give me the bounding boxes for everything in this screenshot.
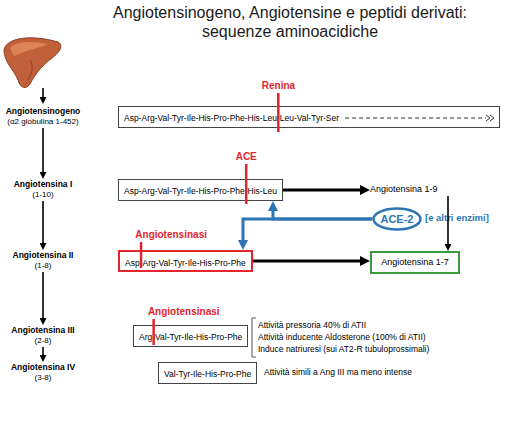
notes-bracket (252, 318, 253, 357)
peptide-name: Angiotensina 1-7 (372, 253, 458, 272)
amino-acid-sequence: Asp-Arg-Val-Tyr-Ile-His-Pro-Phe-His-Leu (124, 186, 277, 196)
sequence-box: Asp-Arg-Val-Tyr-Ile-His-Pro-Phe-His-Leu-… (118, 106, 500, 128)
enzyme-arrow (243, 219, 372, 246)
amino-acid-sequence: Asp-Arg-Val-Tyr-Ile-His-Pro-Phe-His-Leu-… (124, 113, 339, 123)
residue-range: (1-8) (3, 261, 83, 270)
peptide-row: Angiotensina IV(3-8) Val-Tyr-Ile-His-Pro-… (3, 362, 257, 384)
cleavage-mark (140, 242, 143, 268)
notes-bracket (252, 357, 256, 358)
sequence-box: Arg-Val-Tyr-Ile-His-Pro-Phe (133, 325, 248, 347)
activity-note: Attività pressoria 40% di ATII (258, 320, 366, 330)
sequence-box: Asp-Arg-Val-Tyr-Ile-His-Pro-Phe (118, 250, 253, 272)
conversion-arrow (42, 128, 44, 175)
enzyme-label: Angiotensinasi (148, 306, 220, 317)
activity-note: Attività simili a Ang III ma meno intens… (264, 367, 412, 377)
enzyme-label: Angiotensinasi (135, 229, 207, 240)
amino-acid-sequence: Asp-Arg-Val-Tyr-Ile-His-Pro-Phe (125, 258, 246, 268)
enzyme-arrow (273, 205, 372, 219)
liver-highlight (10, 42, 48, 56)
cleavage-mark (277, 93, 280, 132)
liver-illustration (4, 38, 61, 88)
amino-acid-sequence: Arg-Val-Tyr-Ile-His-Pro-Phe (139, 332, 242, 342)
conversion-arrow (447, 196, 449, 247)
conversion-arrow (253, 260, 366, 263)
peptide-heading: Angiotensinogeno(α2 globulina 1-452) (3, 107, 83, 126)
conversion-arrow (42, 347, 44, 358)
peptide-name: Angiotensinogeno (3, 107, 83, 117)
enzyme-label: ACE (236, 151, 257, 162)
peptide-row: Angiotensinogeno(α2 globulina 1-452) Asp-… (3, 106, 500, 128)
chain-continuation-head (486, 115, 494, 121)
notes-bracket (252, 318, 256, 319)
peptide-row: Angiotensina I(1-10) Asp-Arg-Val-Tyr-Ile-… (3, 179, 283, 201)
residue-range: (1-10) (3, 190, 83, 199)
peptide-name: Angiotensina IV (3, 363, 83, 373)
sequence-box: Asp-Arg-Val-Tyr-Ile-His-Pro-Phe-His-Leu (118, 179, 283, 201)
peptide-heading: Angiotensina IV(3-8) (3, 363, 83, 382)
conversion-arrow (283, 189, 366, 192)
chain-continuation (345, 118, 486, 119)
enzyme-label: Renina (262, 80, 295, 91)
activity-note: Induce natriuresi (sui AT2-R tubulopross… (258, 344, 429, 354)
enzyme-ellipse: ACE-2 (372, 207, 422, 231)
conversion-arrow (42, 201, 44, 246)
enzyme-note: [e altri enzimi] (425, 212, 489, 223)
activity-note: Attività inducente Aldosterone (100% di … (258, 332, 426, 342)
peptide-name: Angiotensina 1-9 (370, 182, 460, 196)
product-box: Angiotensina 1-7 (370, 251, 460, 274)
cleavage-mark (152, 319, 155, 345)
amino-acid-sequence: Val-Tyr-Ile-His-Pro-Phe (164, 369, 251, 379)
residue-range: (α2 globulina 1-452) (3, 117, 83, 126)
residue-range: (3-8) (3, 373, 83, 382)
sequence-box: Val-Tyr-Ile-His-Pro-Phe (158, 362, 257, 384)
peptide-text-node: Angiotensina 1-9 (370, 182, 460, 196)
liver-lobe-line (28, 60, 32, 80)
peptide-heading: Angiotensina III(2-8) (3, 326, 83, 345)
peptide-name: Angiotensina II (3, 251, 83, 261)
peptide-row: Angiotensina III(2-8) Arg-Val-Tyr-Ile-His… (3, 325, 248, 347)
residue-range: (2-8) (3, 336, 83, 345)
peptide-heading: Angiotensina II(1-8) (3, 251, 83, 270)
peptide-row: Angiotensina II(1-8) Asp-Arg-Val-Tyr-Ile-… (3, 250, 253, 272)
peptide-name: Angiotensina III (3, 326, 83, 336)
enzyme-name: ACE-2 (372, 207, 422, 231)
cleavage-mark (245, 164, 248, 204)
peptide-name: Angiotensina I (3, 180, 83, 190)
peptide-heading: Angiotensina I(1-10) (3, 180, 83, 199)
liver-arrow (42, 88, 44, 100)
conversion-arrow (42, 272, 44, 321)
diagram-title: Angiotensinogeno, Angiotensine e peptidi… (90, 3, 490, 41)
